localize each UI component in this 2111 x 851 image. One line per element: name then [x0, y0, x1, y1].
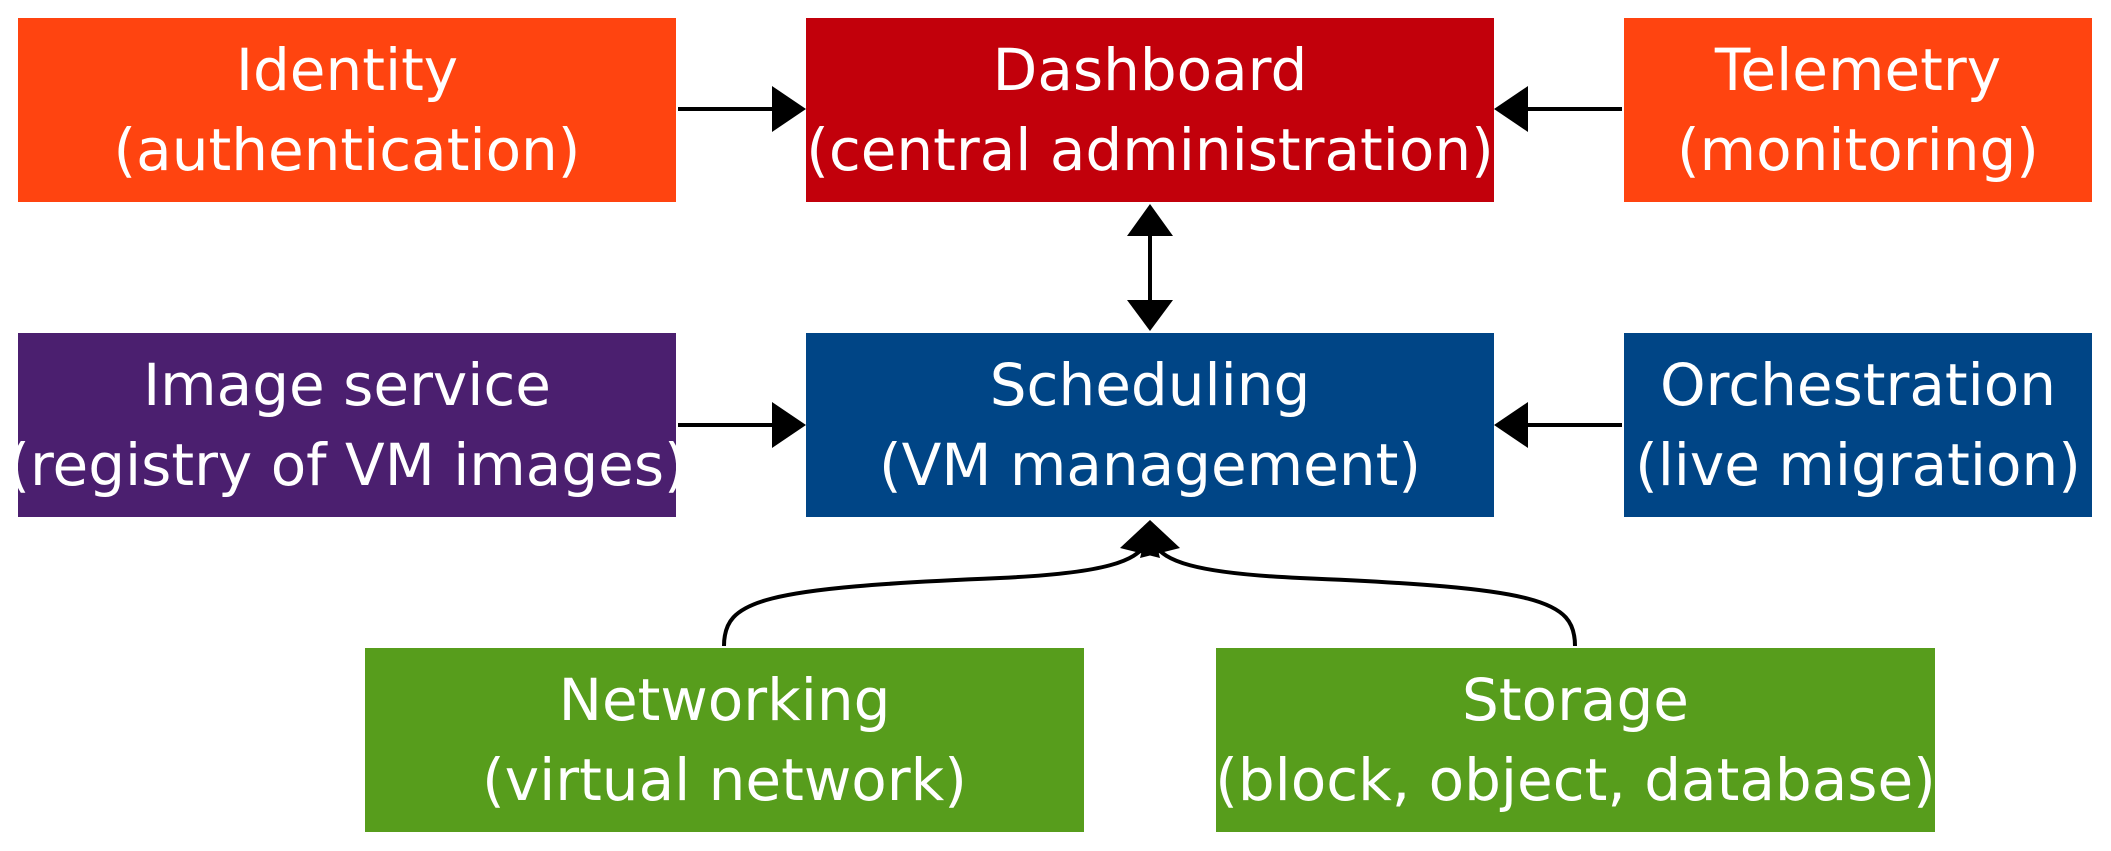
- identity-box: Identity (authentication): [18, 18, 676, 202]
- storage-box: Storage (block, object, database): [1215, 648, 1936, 832]
- networking-subtitle: (virtual network): [482, 746, 967, 814]
- storage-title: Storage: [1462, 666, 1689, 734]
- storage-subtitle: (block, object, database): [1215, 746, 1936, 814]
- telemetry-title: Telemetry: [1714, 36, 2002, 104]
- scheduling-title: Scheduling: [989, 351, 1311, 419]
- identity-title: Identity: [235, 36, 459, 104]
- image-service-box: Image service (registry of VM images): [7, 333, 687, 517]
- networking-to-scheduling-arrow: [722, 543, 1147, 647]
- identity-subtitle: (authentication): [113, 116, 581, 184]
- dashboard-title: Dashboard: [992, 36, 1308, 104]
- image-service-title: Image service: [143, 351, 551, 419]
- telemetry-box: Telemetry (monitoring): [1624, 18, 2092, 202]
- storage-to-scheduling-arrow: [1153, 543, 1577, 647]
- dashboard-scheduling-arrowhead-up: [1127, 204, 1173, 236]
- orchestration-subtitle: (live migration): [1635, 431, 2081, 499]
- orchestration-title: Orchestration: [1659, 351, 2056, 419]
- image-service-to-scheduling-arrowhead: [772, 402, 806, 448]
- scheduling-box: Scheduling (VM management): [806, 333, 1494, 517]
- orchestration-box: Orchestration (live migration): [1624, 333, 2092, 517]
- telemetry-to-dashboard-arrowhead: [1494, 86, 1528, 132]
- identity-to-dashboard-arrowhead: [772, 86, 806, 132]
- scheduling-subtitle: (VM management): [879, 431, 1421, 499]
- dashboard-subtitle: (central administration): [806, 116, 1494, 184]
- networking-to-scheduling-arrowhead: [1120, 520, 1160, 558]
- image-service-subtitle: (registry of VM images): [7, 431, 687, 499]
- orchestration-to-scheduling-arrowhead: [1494, 402, 1528, 448]
- storage-to-scheduling-arrowhead: [1140, 520, 1180, 558]
- dashboard-box: Dashboard (central administration): [806, 18, 1494, 202]
- networking-box: Networking (virtual network): [365, 648, 1084, 832]
- networking-title: Networking: [558, 666, 891, 734]
- dashboard-scheduling-arrowhead-down: [1127, 300, 1173, 331]
- telemetry-subtitle: (monitoring): [1677, 116, 2039, 184]
